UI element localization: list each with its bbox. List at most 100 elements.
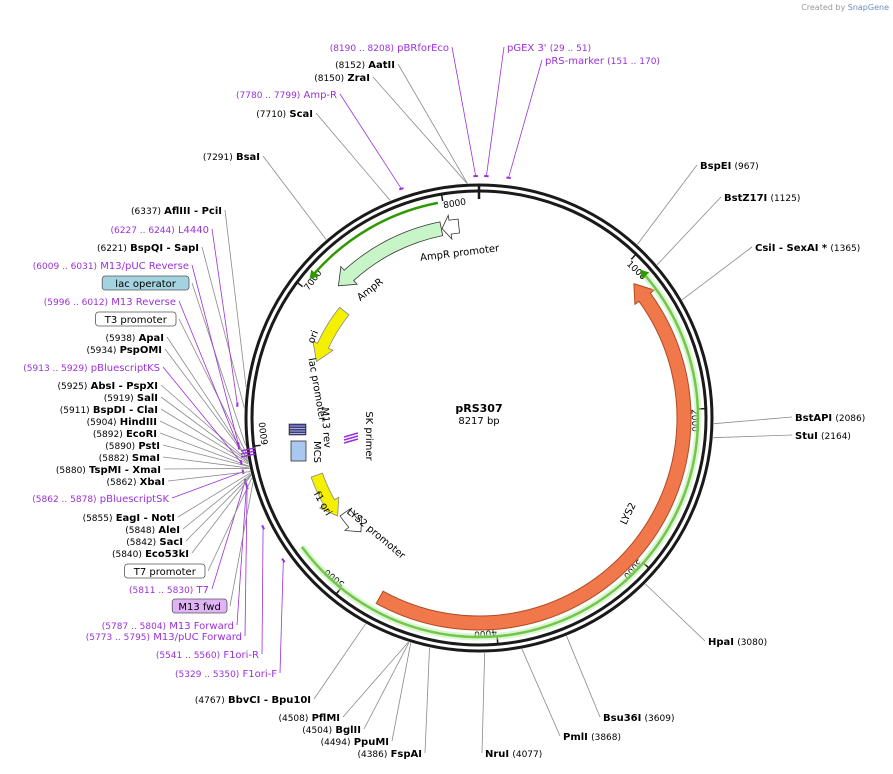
site-label-ecoRI[interactable]: (5892) EcoRI — [93, 429, 157, 440]
site-label-csiI[interactable]: CsiI - SexAI * (1365) — [755, 243, 860, 254]
site-label-prs-marker[interactable]: pRS-marker (151 .. 170) — [545, 56, 660, 67]
site-label-m13puc-fwd[interactable]: (5773 .. 5795) M13/pUC Forward — [86, 632, 242, 643]
site-pos: (4494) — [321, 738, 351, 748]
site-label-zraI[interactable]: (8150) ZraI — [314, 73, 370, 84]
site-name: HindIII — [120, 417, 157, 428]
site-text: (5892) EcoRI — [93, 429, 157, 440]
site-label-m13-forward[interactable]: (5787 .. 5804) M13 Forward — [102, 621, 234, 632]
lys2-promoter-label: LYS2 promoter — [344, 507, 407, 563]
site-label-salI[interactable]: (5919) SalI — [104, 393, 158, 404]
site-text: (5855) EagI - NotI — [83, 513, 175, 524]
site-label-bglII[interactable]: (4504) BglII — [302, 725, 361, 736]
site-label-amp-r[interactable]: (7780 .. 7799) Amp-R — [236, 90, 337, 101]
ampr-arrow — [337, 221, 444, 287]
site-label-pbskssk[interactable]: (5862 .. 5878) pBluescriptSK — [32, 494, 169, 505]
tick-mark — [630, 254, 636, 260]
site-label-l4440[interactable]: (6227 .. 6244) L4440 — [111, 225, 210, 236]
primer-bind-mark — [398, 187, 404, 191]
site-label-sacI[interactable]: (5842) SacI — [126, 537, 183, 548]
site-name: HpaI — [708, 637, 734, 648]
leader-line — [224, 209, 247, 387]
site-label-smaI[interactable]: (5882) SmaI — [99, 453, 160, 464]
site-text: HpaI (3080) — [708, 637, 767, 648]
site-label-pflMI[interactable]: (4508) PflMI — [278, 713, 340, 724]
site-pos: (8190 .. 8208) — [330, 44, 394, 54]
site-text: (6337) AflIII - PciI — [131, 206, 222, 217]
site-label-hpaI[interactable]: HpaI (3080) — [708, 637, 767, 648]
site-label-bbvCI[interactable]: (4767) BbvCI - Bpu10I — [195, 695, 311, 706]
site-pos: (5541 .. 5560) — [156, 651, 220, 661]
site-pos: (1125) — [770, 194, 800, 204]
tick-mark — [297, 282, 304, 288]
site-text: (7710) ScaI — [256, 109, 313, 120]
site-name: Amp-R — [304, 90, 338, 101]
plasmid-length: 8217 bp — [458, 416, 499, 427]
site-label-f1ori-f[interactable]: (5329 .. 5350) F1ori-F — [175, 669, 277, 680]
ampr-orf-head — [309, 269, 319, 280]
site-text: (5913 .. 5929) pBluescriptKS — [23, 363, 160, 374]
site-label-t7[interactable]: (5811 .. 5830) T7 — [129, 585, 209, 596]
site-label-fspAI[interactable]: (4386) FspAI — [357, 749, 422, 760]
site-label-t3-promoter[interactable]: T3 promoter — [95, 311, 177, 327]
site-label-apaI[interactable]: (5938) ApaI — [106, 333, 165, 344]
site-label-bsaI[interactable]: (7291) BsaI — [203, 152, 260, 163]
site-text: (6221) BspQI - SapI — [97, 243, 199, 254]
leader-line — [229, 482, 254, 607]
site-pos: (4767) — [195, 696, 225, 706]
site-label-stuI[interactable]: StuI (2164) — [795, 431, 851, 442]
site-pos: (5855) — [83, 514, 113, 524]
site-label-bsu36I[interactable]: Bsu36I (3609) — [603, 713, 674, 724]
site-label-pstI[interactable]: (5890) PstI — [105, 441, 160, 452]
tick-mark — [254, 444, 261, 447]
tick-label: 8000 — [443, 198, 468, 212]
site-name: M13/pUC Reverse — [100, 261, 189, 272]
site-label-bspDI[interactable]: (5911) BspDI - ClaI — [60, 405, 158, 416]
site-label-absI[interactable]: (5925) AbsI - PspXI — [57, 381, 158, 392]
site-pos: (4077) — [512, 750, 542, 760]
leader-line — [279, 560, 284, 674]
site-name: Eco53kI — [145, 549, 189, 560]
site-name: BspDI - ClaI — [93, 405, 158, 416]
site-label-t7-promoter[interactable]: T7 promoter — [124, 563, 206, 579]
site-label-bspEI[interactable]: BspEI (967) — [700, 161, 759, 172]
primer-bind-mark — [239, 460, 243, 465]
site-label-sapI[interactable]: (6221) BspQI - SapI — [97, 243, 199, 254]
site-label-bstAPI[interactable]: BstAPI (2086) — [795, 413, 865, 424]
site-label-m13puc-rev[interactable]: (6009 .. 6031) M13/pUC Reverse — [33, 261, 189, 272]
site-label-f1ori-r[interactable]: (5541 .. 5560) F1ori-R — [156, 650, 259, 661]
site-label-pgex3[interactable]: pGEX 3' (29 .. 51) — [507, 43, 591, 54]
site-pos: (4504) — [302, 726, 332, 736]
site-label-m13-fwd[interactable]: M13 fwd — [171, 598, 228, 614]
site-label-pspOMI[interactable]: (5934) PspOMI — [86, 345, 162, 356]
site-label-pmlI[interactable]: PmlI (3868) — [563, 732, 621, 743]
site-text: (4767) BbvCI - Bpu10I — [195, 695, 311, 706]
site-label-hindIII[interactable]: (5904) HindIII — [87, 417, 157, 428]
site-label-m13-reverse[interactable]: (5996 .. 6012) M13 Reverse — [44, 297, 176, 308]
site-name: NruI — [485, 749, 509, 760]
site-pos: (7710) — [256, 110, 286, 120]
site-label-eagI[interactable]: (5855) EagI - NotI — [83, 513, 175, 524]
site-label-ppuMI[interactable]: (4494) PpuMI — [321, 737, 389, 748]
leader-line — [424, 647, 430, 754]
site-label-pbsks[interactable]: (5913 .. 5929) pBluescriptKS — [23, 363, 160, 374]
site-label-xbaI[interactable]: (5862) XbaI — [107, 477, 165, 488]
site-label-pciI[interactable]: (6337) AflIII - PciI — [131, 206, 222, 217]
ori-arrow — [312, 306, 350, 363]
site-name: M13 fwd — [178, 602, 220, 613]
site-label-scaI[interactable]: (7710) ScaI — [256, 109, 313, 120]
site-label-aatII[interactable]: (8152) AatII — [335, 60, 395, 71]
site-label-nruI[interactable]: NruI (4077) — [485, 749, 542, 760]
site-label-tspMI[interactable]: (5880) TspMI - XmaI — [56, 465, 161, 476]
site-pos: (3609) — [645, 714, 675, 724]
site-label-aleI[interactable]: (5848) AleI — [125, 525, 180, 536]
site-label-bstZ17I[interactable]: BstZ17I (1125) — [724, 193, 800, 204]
site-label-lac-operator[interactable]: lac operator — [101, 275, 190, 291]
site-pos: (5996 .. 6012) — [44, 298, 108, 308]
site-label-eco53kI[interactable]: (5840) Eco53kI — [112, 549, 189, 560]
leader-line — [713, 434, 793, 439]
site-name: pRS-marker — [545, 56, 605, 67]
leader-line — [261, 527, 264, 655]
site-name: EcoRI — [126, 429, 157, 440]
site-label-pbrforeco[interactable]: (8190 .. 8208) pBRforEco — [330, 43, 449, 54]
